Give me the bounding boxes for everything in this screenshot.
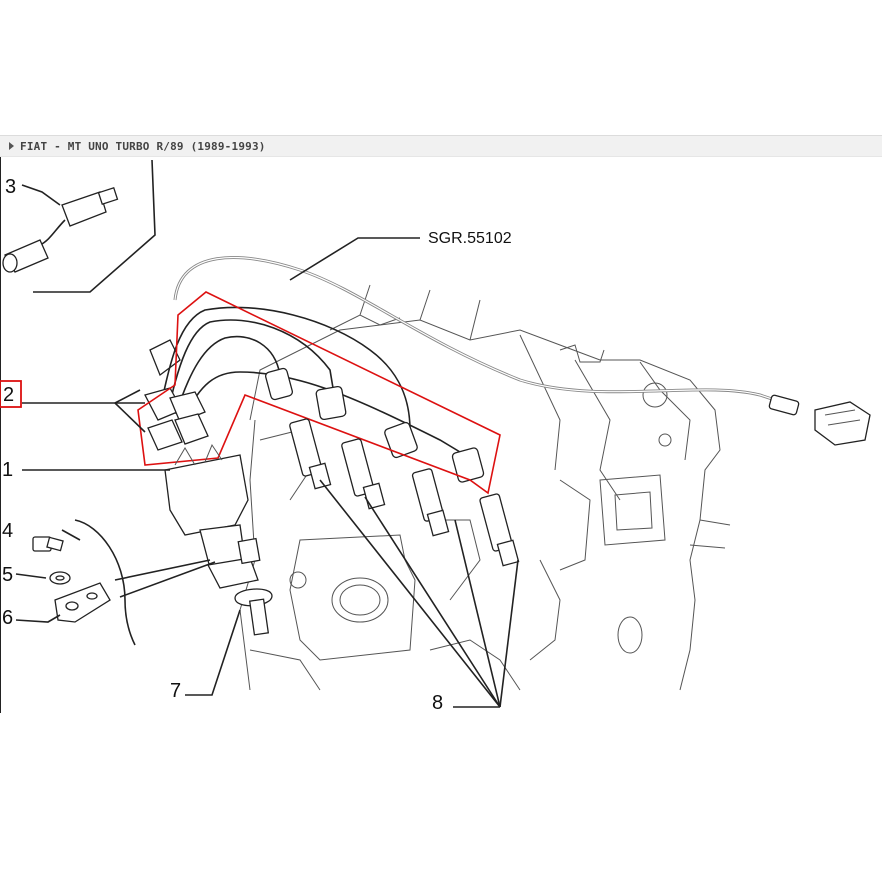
callout-1[interactable]: 1 (2, 459, 13, 481)
sensor-cable (149, 256, 871, 446)
washer-part-5 (49, 571, 71, 585)
spark-plug-4 (479, 493, 520, 567)
callout-2[interactable]: 2 (3, 384, 14, 406)
bracket-curve (74, 519, 136, 646)
callout-4[interactable]: 4 (2, 520, 13, 542)
spark-plug-2 (341, 438, 386, 510)
callout-6[interactable]: 6 (2, 607, 13, 629)
sensor-connector-part-3 (2, 187, 119, 273)
spark-plug-3 (411, 468, 450, 537)
callout-5[interactable]: 5 (2, 564, 13, 586)
callout-3[interactable]: 3 (5, 176, 16, 198)
callout-7[interactable]: 7 (170, 680, 181, 702)
callout-2-highlight (0, 380, 22, 408)
left-border (0, 157, 1, 713)
caret-right-icon[interactable] (9, 142, 14, 150)
callout-8[interactable]: 8 (432, 692, 443, 714)
breadcrumb-bar: FIAT - MT UNO TURBO R/89 (1989-1993) (0, 135, 882, 157)
highlight-region (137, 291, 501, 495)
distributor (164, 443, 273, 636)
leader-lines (15, 159, 519, 708)
ignition-leads (137, 291, 501, 495)
bolt-part-4 (32, 536, 64, 552)
reference-code: SGR.55102 (428, 230, 512, 247)
engine-block-drawing (239, 284, 731, 691)
breadcrumb[interactable]: FIAT - MT UNO TURBO R/89 (1989-1993) (20, 139, 266, 153)
spark-plug-1 (289, 418, 332, 490)
bracket-part-6 (54, 582, 111, 623)
